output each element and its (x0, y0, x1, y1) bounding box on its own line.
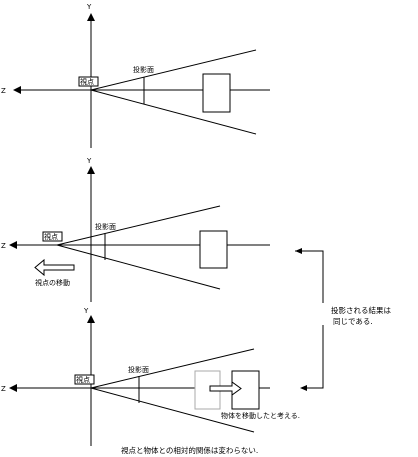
object-move-label: 物体を移動したと考える. (221, 411, 300, 420)
viewpoint-label: 視点 (80, 77, 94, 86)
view-frustum-lower (90, 89, 257, 135)
projection-plane-label: 投影面 (95, 222, 116, 231)
z-axis-label: Z (1, 87, 6, 95)
y-axis-label: Y (86, 3, 92, 11)
viewpoint-label-box (42, 231, 63, 242)
object-box (202, 73, 231, 113)
viewpoint-label-box (74, 374, 95, 385)
view-frustum-lower (56, 244, 221, 290)
bracket-arrow-bottom (300, 385, 307, 391)
side-note-line-1: 投影される結果は (331, 305, 391, 315)
viewpoint-label: 視点 (76, 375, 90, 384)
panel-3: Y Z 視点 投影面 物体を移動したと考える. (1, 307, 300, 446)
viewpoint-label: 視点 (44, 232, 58, 241)
view-frustum-upper (90, 348, 255, 389)
side-note-bg (318, 303, 400, 325)
panel-2: Y Z 視点 投影面 視点の移動 (1, 157, 270, 302)
object-box (199, 230, 228, 269)
z-axis-label: Z (1, 385, 6, 393)
side-note-line-2: 同じである. (333, 317, 373, 326)
view-frustum-upper (90, 49, 257, 91)
viewpoint-move-arrow (34, 258, 75, 277)
y-axis-label: Y (83, 307, 89, 315)
view-frustum-upper (56, 205, 221, 246)
viewpoint-label-box (78, 76, 99, 87)
viewpoint-move-label: 視点の移動 (35, 278, 70, 287)
caption: 視点と物体との相対的関係は変わらない. (121, 445, 258, 455)
moved-object-box (231, 370, 260, 410)
bracket-arrow-top (295, 248, 302, 254)
panel-1: Y Z 視点 投影面 (1, 3, 270, 148)
object-move-arrow (209, 381, 242, 396)
y-axis-label: Y (86, 157, 92, 165)
z-axis-label: Z (1, 242, 6, 250)
view-frustum-lower (90, 387, 255, 433)
projection-plane-label: 投影面 (128, 365, 149, 374)
side-bracket: 投影される結果は 同じである. (295, 248, 400, 391)
projection-plane-label: 投影面 (133, 65, 154, 74)
